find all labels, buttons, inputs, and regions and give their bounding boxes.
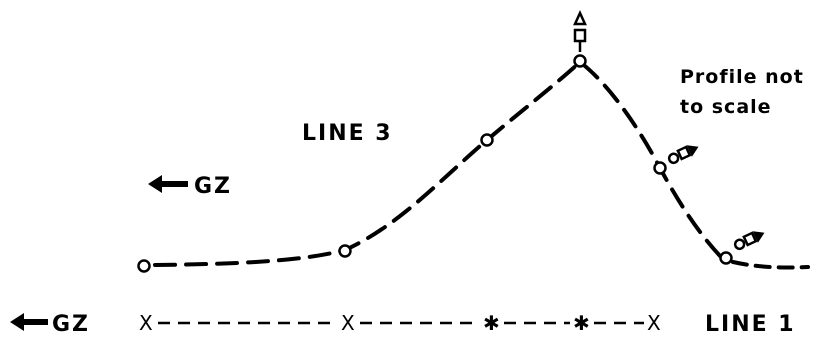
open-circle-marker [667, 152, 680, 165]
triangle-marker [686, 145, 699, 157]
square-marker [742, 231, 758, 247]
line1-x-marker: X [647, 311, 661, 335]
peak-marker-cluster [573, 9, 587, 52]
arrow-left-icon [148, 175, 188, 193]
gz-label-line1: GZ [52, 312, 90, 337]
line3-point-4 [573, 54, 587, 68]
square-marker [573, 28, 587, 43]
triangle-marker [752, 231, 765, 243]
note-line-2: to scale [680, 96, 772, 118]
gz-indicator-line1: GZ [10, 312, 90, 337]
line3-point-1 [137, 259, 151, 273]
line1-star-marker: ✱ [573, 311, 590, 335]
marker-cluster-lower [733, 231, 765, 251]
open-circle-marker [733, 238, 746, 251]
line3-profile-tail [731, 260, 810, 270]
triangle-marker [573, 9, 587, 26]
line3-point-2 [338, 244, 352, 258]
line1-x-marker: X [139, 311, 153, 335]
arrow-left-icon [10, 313, 48, 331]
line1-x-marker: X [341, 311, 355, 335]
marker-cluster-upper [667, 145, 699, 165]
line3-point-6 [719, 251, 733, 265]
note-line-1: Profile not [680, 66, 804, 88]
square-marker [676, 145, 692, 161]
gz-label-line3: GZ [194, 174, 232, 199]
gz-indicator-line3: GZ [148, 174, 232, 199]
line3-label: LINE 3 [302, 121, 393, 146]
line3-point-3 [480, 133, 494, 147]
line1-star-marker: ✱ [483, 311, 500, 335]
line3-profile-curve [153, 59, 724, 267]
line1-label: LINE 1 [705, 312, 796, 337]
line3-point-5 [653, 161, 667, 175]
